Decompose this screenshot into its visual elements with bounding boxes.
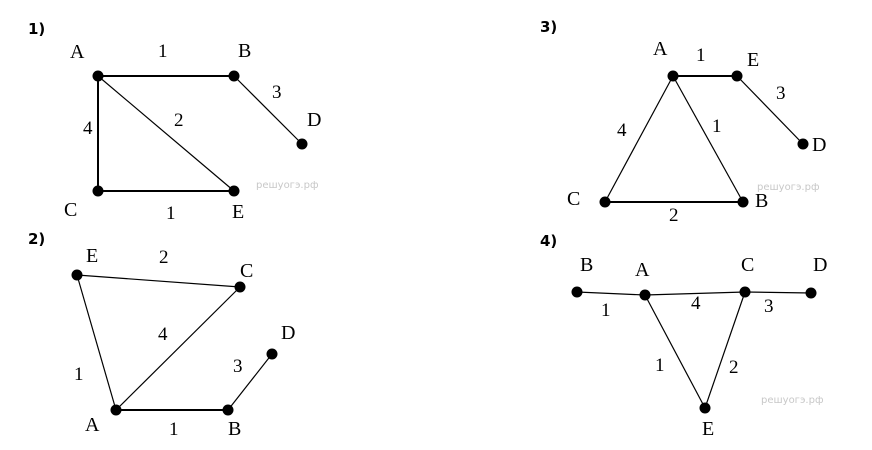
- node-label-C: C: [240, 260, 253, 282]
- edge-C-D: [744, 291, 812, 294]
- node-B: [737, 196, 749, 208]
- edge-weight-A-E: 2: [174, 110, 184, 131]
- node-E: [731, 70, 743, 82]
- node-D: [797, 138, 809, 150]
- edge-weight-C-E: 2: [729, 357, 739, 378]
- node-B: [571, 286, 583, 298]
- node-label-A: A: [85, 414, 100, 436]
- node-label-E: E: [232, 201, 244, 223]
- node-C: [599, 196, 611, 208]
- node-label-E: E: [702, 418, 714, 440]
- node-E: [71, 269, 83, 281]
- node-label-C: C: [567, 188, 580, 210]
- edge-weight-B-D: 3: [233, 356, 243, 377]
- edge-weight-A-C: 4: [83, 118, 93, 139]
- edge-C-E: [704, 291, 746, 409]
- edge-weight-A-E: 1: [655, 355, 665, 376]
- graph-number-label: 4): [540, 232, 557, 250]
- edge-B-A: [576, 291, 646, 296]
- watermark: решуогэ.рф: [757, 182, 820, 193]
- node-label-D: D: [812, 134, 826, 156]
- node-B: [222, 404, 234, 416]
- edge-weight-B-D: 3: [272, 82, 282, 103]
- edge-weight-A-B: 1: [158, 41, 168, 62]
- node-label-B: B: [228, 418, 241, 440]
- node-A: [667, 70, 679, 82]
- edge-A-C: [115, 286, 241, 411]
- graph-number-label: 1): [28, 20, 45, 38]
- node-label-C: C: [741, 254, 754, 276]
- node-label-E: E: [747, 49, 759, 71]
- edge-B-D: [227, 353, 273, 411]
- edge-E-C: [76, 274, 241, 288]
- node-label-B: B: [755, 190, 768, 212]
- node-label-D: D: [813, 254, 827, 276]
- edge-weight-A-B: 1: [712, 116, 722, 137]
- edge-weight-A-C: 4: [617, 120, 627, 141]
- edge-E-A: [76, 274, 117, 411]
- edge-weight-A-B: 1: [169, 419, 179, 440]
- edge-A-E: [97, 75, 235, 192]
- edge-weight-B-A: 1: [601, 300, 611, 321]
- edge-weight-C-E: 1: [166, 203, 176, 224]
- edge-A-C: [604, 75, 674, 203]
- edge-weight-A-E: 1: [696, 45, 706, 66]
- edge-weight-A-C: 4: [158, 324, 168, 345]
- node-C: [739, 286, 751, 298]
- edge-weight-E-C: 2: [159, 247, 169, 268]
- node-C: [92, 185, 104, 197]
- node-C: [234, 281, 246, 293]
- edge-weight-E-D: 3: [776, 83, 786, 104]
- edge-A-C: [644, 291, 746, 296]
- edge-weight-E-A: 1: [74, 364, 84, 385]
- node-label-A: A: [653, 38, 668, 60]
- watermark: решуогэ.рф: [256, 180, 319, 191]
- graph-number-label: 2): [28, 230, 45, 248]
- node-B: [228, 70, 240, 82]
- node-label-D: D: [281, 322, 295, 344]
- node-D: [805, 287, 817, 299]
- edge-A-B: [672, 75, 744, 203]
- node-label-E: E: [86, 245, 98, 267]
- node-E: [228, 185, 240, 197]
- edge-weight-A-C: 4: [691, 293, 701, 314]
- edge-B-D: [233, 75, 303, 145]
- node-A: [110, 404, 122, 416]
- node-label-B: B: [238, 40, 251, 62]
- edge-weight-C-D: 3: [764, 296, 774, 317]
- edge-weight-C-B: 2: [669, 205, 679, 226]
- node-label-D: D: [307, 109, 321, 131]
- node-A: [639, 289, 651, 301]
- node-A: [92, 70, 104, 82]
- node-D: [266, 348, 278, 360]
- node-label-A: A: [635, 259, 650, 281]
- edge-E-D: [736, 75, 804, 145]
- graph-number-label: 3): [540, 18, 557, 36]
- node-label-C: C: [64, 199, 77, 221]
- node-D: [296, 138, 308, 150]
- edge-A-E: [644, 294, 706, 409]
- node-E: [699, 402, 711, 414]
- node-label-A: A: [70, 41, 85, 63]
- node-label-B: B: [580, 254, 593, 276]
- watermark: решуогэ.рф: [761, 395, 824, 406]
